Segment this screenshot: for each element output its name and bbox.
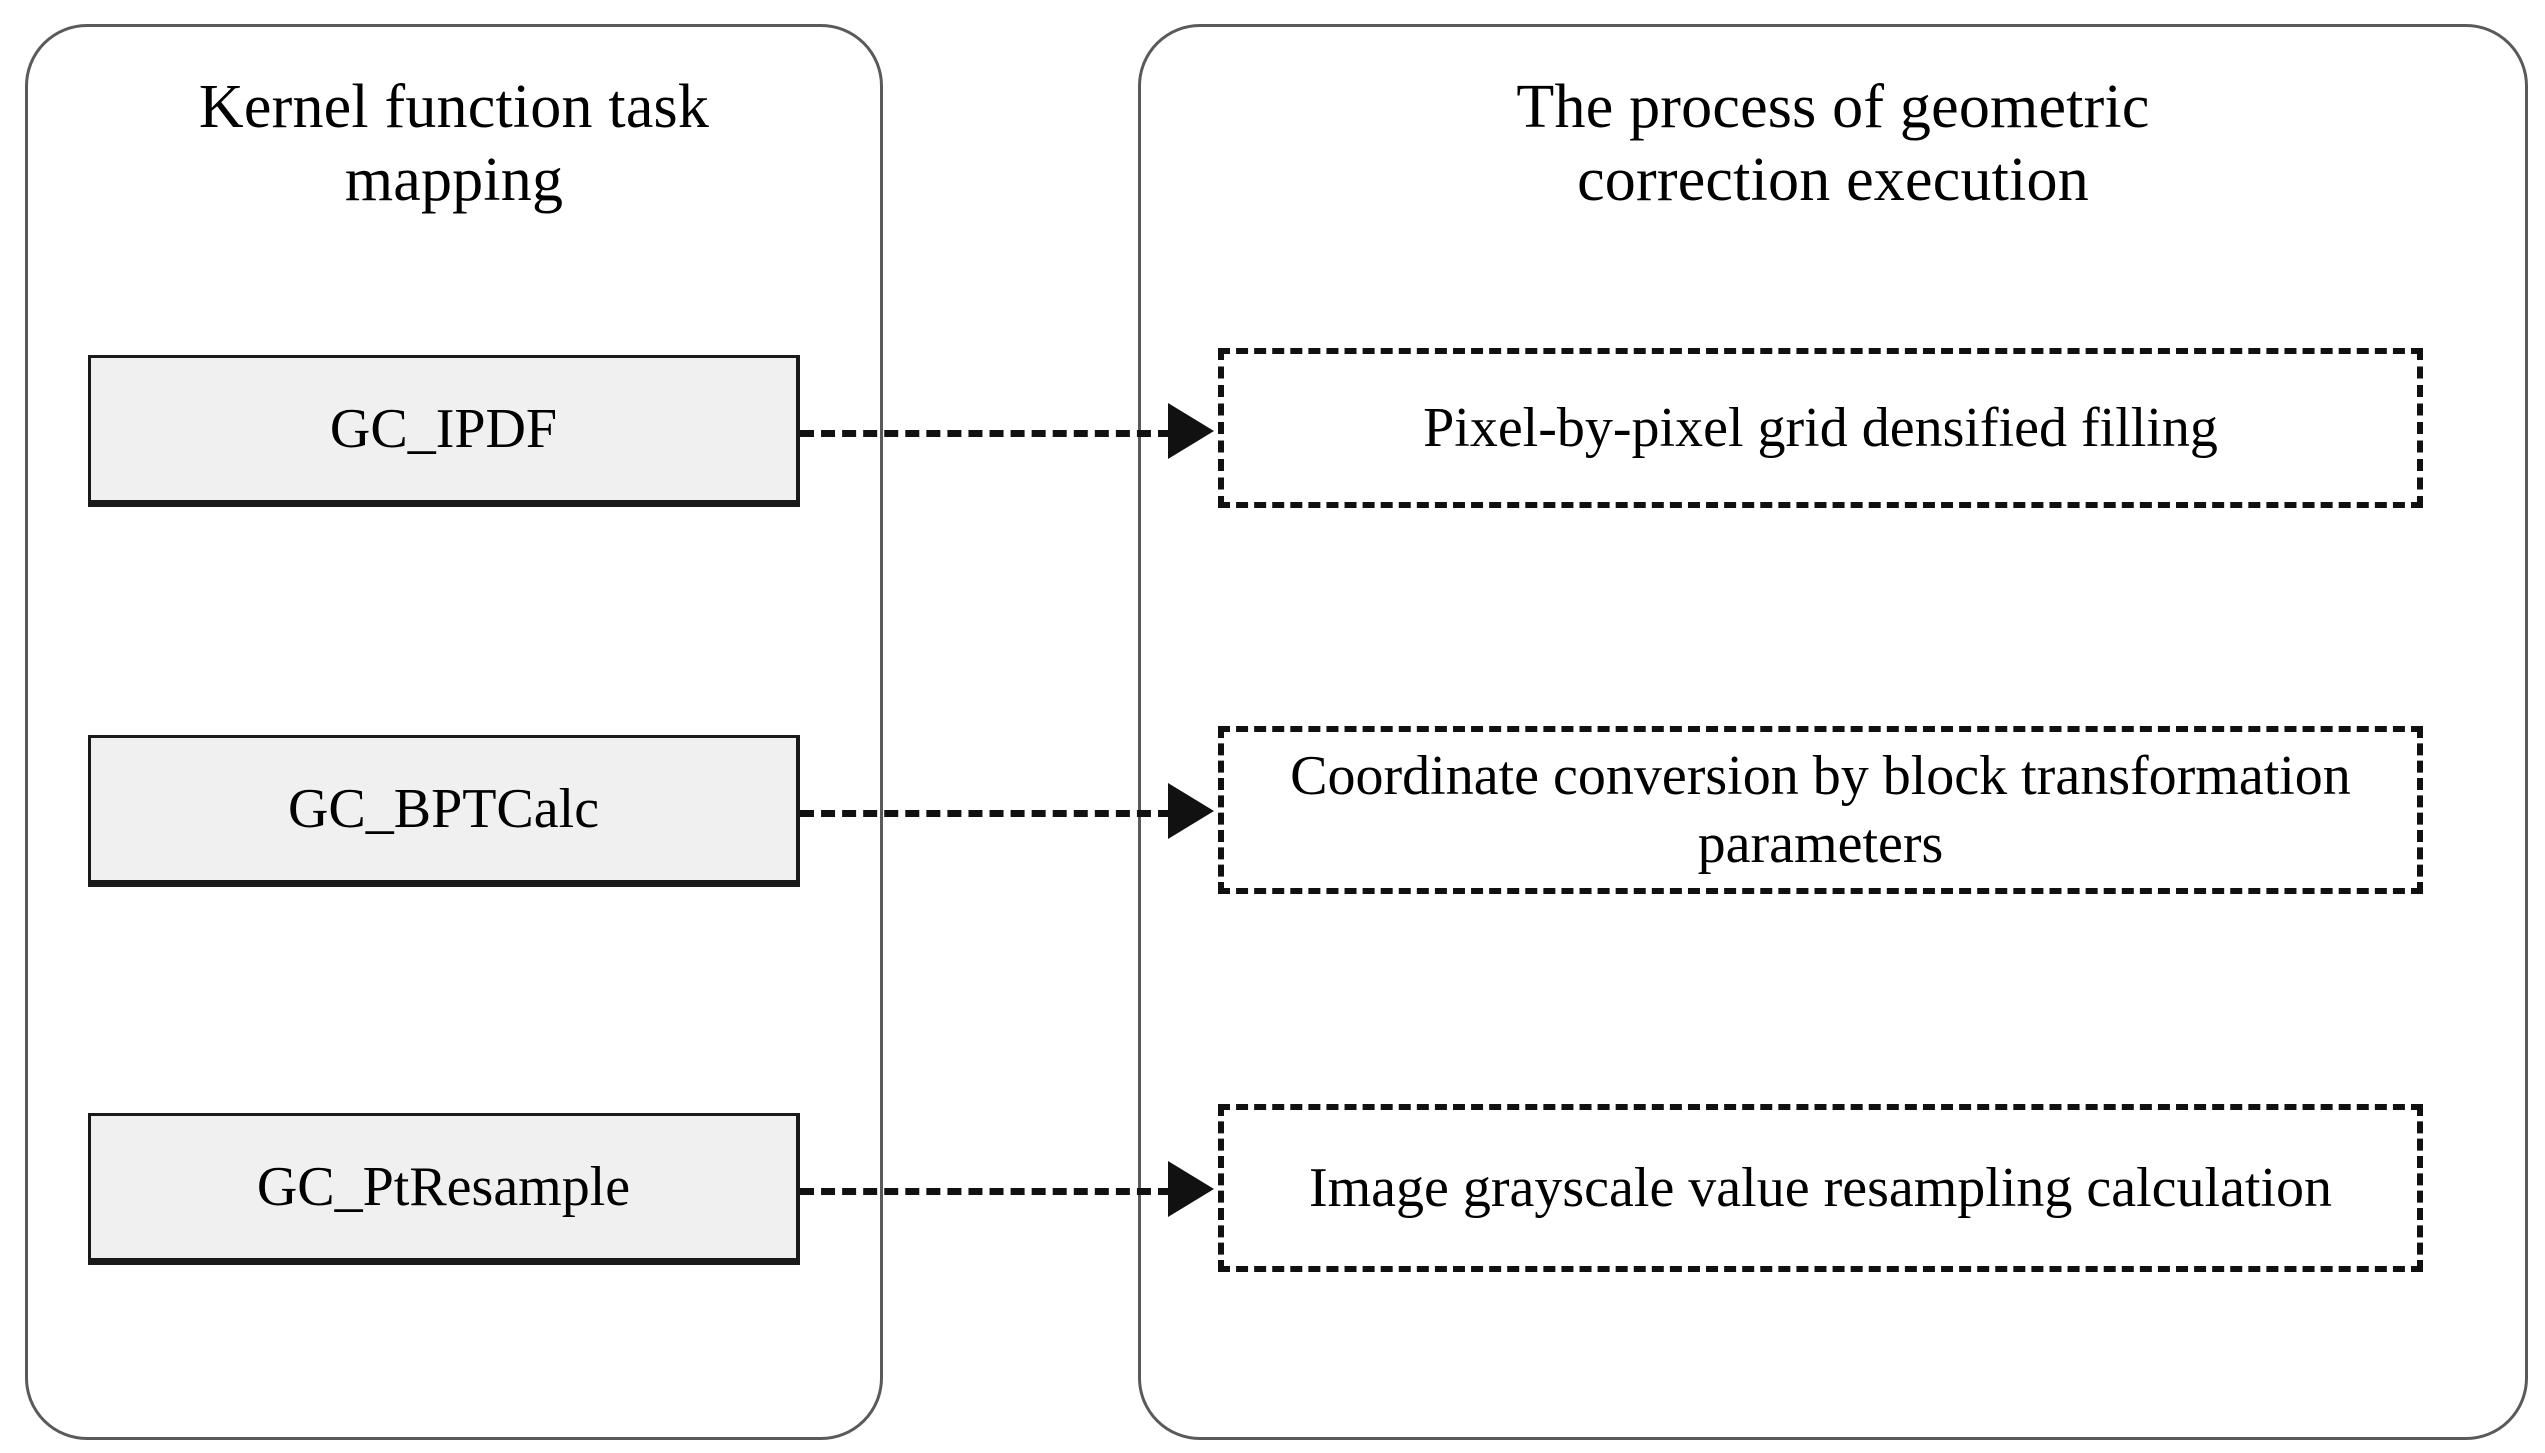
kernel-box-gc-ipdf[interactable]: GC_IPDF — [88, 355, 800, 507]
connector-line-gc-ipdf — [800, 430, 1172, 437]
kernel-box-label: GC_PtResample — [256, 1155, 631, 1218]
kernel-box-gc-ptresample[interactable]: GC_PtResample — [88, 1113, 800, 1265]
process-box-label: Image grayscale value resampling calcula… — [1308, 1156, 2333, 1219]
geometric-correction-panel: The process of geometric correction exec… — [1138, 24, 2528, 1440]
kernel-box-label: GC_IPDF — [329, 397, 558, 460]
process-box-grayscale-resampling[interactable]: Image grayscale value resampling calcula… — [1218, 1104, 2423, 1272]
kernel-function-panel-title: Kernel function task mapping — [198, 73, 710, 215]
connector-arrowhead-gc-ptresample — [1168, 1161, 1214, 1217]
connector-arrowhead-gc-bptcalc — [1168, 783, 1214, 839]
kernel-box-gc-bptcalc[interactable]: GC_BPTCalc — [88, 735, 800, 887]
connector-line-gc-bptcalc — [800, 810, 1172, 817]
connector-arrowhead-gc-ipdf — [1168, 403, 1214, 459]
process-box-label: Coordinate conversion by block transform… — [1290, 744, 2351, 875]
kernel-box-label: GC_BPTCalc — [287, 777, 600, 840]
connector-line-gc-ptresample — [800, 1188, 1172, 1195]
geometric-correction-panel-title: The process of geometric correction exec… — [1516, 73, 2150, 215]
process-box-label: Pixel-by-pixel grid densified filling — [1423, 396, 2218, 459]
process-box-coordinate-conversion[interactable]: Coordinate conversion by block transform… — [1218, 726, 2423, 894]
process-box-pixel-grid-filling[interactable]: Pixel-by-pixel grid densified filling — [1218, 348, 2423, 508]
